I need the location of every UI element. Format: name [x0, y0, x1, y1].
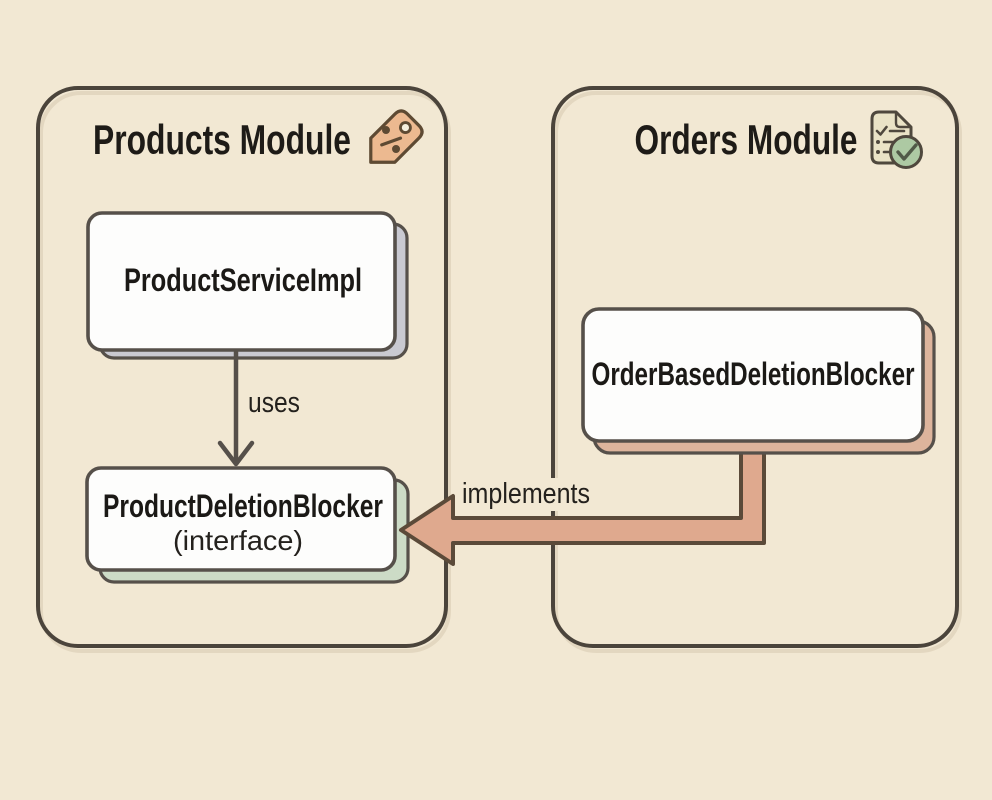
orders-module-frame	[551, 86, 959, 648]
checklist-bullet-2	[876, 140, 880, 144]
percent-dot-top	[381, 126, 390, 135]
checklist-check-row	[875, 125, 888, 136]
order-based-deletion-blocker-node: OrderBasedDeletionBlocker	[581, 307, 936, 455]
products-module-frame-shadow	[39, 91, 451, 653]
products-module-container: Products Module	[36, 86, 451, 653]
order-based-deletion-blocker-box	[581, 307, 925, 443]
price-tag-hole	[399, 121, 412, 134]
percent-slash	[380, 136, 403, 147]
document-fold-corner	[894, 111, 912, 129]
check-mark	[896, 143, 918, 161]
product-deletion-blocker-box	[85, 466, 397, 572]
checklist-bullet-3	[876, 150, 880, 154]
implements-edge: implements	[399, 439, 766, 566]
products-module-title: Products Module	[93, 116, 351, 163]
product-service-impl-label: ProductServiceImpl	[124, 262, 362, 298]
uses-arrowhead	[217, 440, 255, 467]
price-tag-icon	[369, 109, 424, 164]
product-deletion-blocker-node: ProductDeletionBlocker (interface)	[85, 466, 410, 584]
product-deletion-blocker-label: ProductDeletionBlocker	[103, 488, 383, 524]
products-module-frame	[36, 86, 448, 648]
product-service-impl-node: ProductServiceImpl	[86, 211, 409, 360]
implements-label: implements	[462, 478, 590, 510]
percent-dot-bottom	[392, 144, 401, 153]
uses-edge: uses	[217, 349, 300, 467]
orders-module-container: Orders Module	[551, 86, 962, 653]
order-based-deletion-blocker-label: OrderBasedDeletionBlocker	[592, 356, 915, 392]
product-service-impl-box	[86, 211, 397, 352]
check-circle	[889, 135, 923, 169]
orders-module-title: Orders Module	[635, 116, 858, 163]
order-checklist-icon	[870, 110, 923, 169]
implements-label-backdrop	[458, 478, 595, 511]
uses-label: uses	[248, 387, 300, 419]
product-deletion-blocker-sublabel: (interface)	[173, 525, 303, 556]
orders-module-frame-shadow	[554, 91, 962, 653]
